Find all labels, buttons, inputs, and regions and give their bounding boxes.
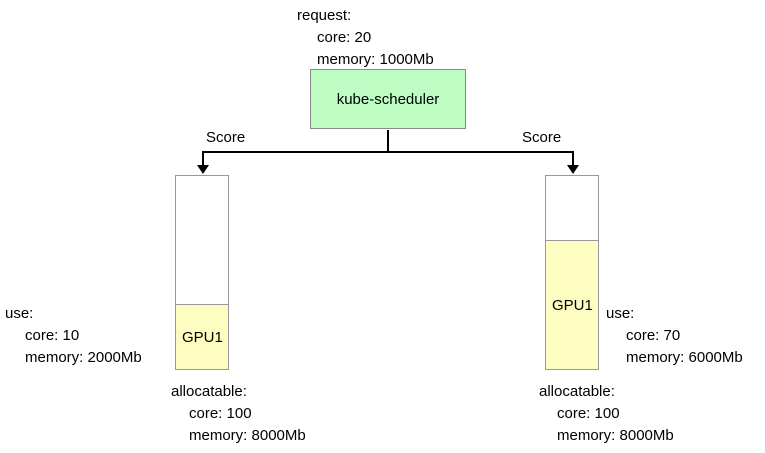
request-core-line: core: 20 bbox=[317, 29, 372, 46]
connector-left-drop-line bbox=[202, 151, 204, 166]
score-label-right: Score bbox=[522, 129, 562, 146]
use-block-right: use: core: 70 memory: 6000Mb bbox=[606, 303, 743, 369]
arrow-down-right-icon bbox=[567, 165, 579, 174]
node-box-left: GPU1 bbox=[175, 175, 229, 370]
allocatable-core-line-right: core: 100 bbox=[557, 405, 620, 422]
allocatable-block-left: allocatable: core: 100 memory: 8000Mb bbox=[171, 381, 306, 447]
use-heading-right: use: bbox=[606, 305, 635, 322]
kube-scheduler-label: kube-scheduler bbox=[336, 90, 440, 108]
request-block: request: core: 20 memory: 1000Mb bbox=[297, 5, 434, 71]
use-memory-line-right: memory: 6000Mb bbox=[626, 349, 743, 366]
request-heading: request: bbox=[297, 7, 352, 24]
use-core-line-left: core: 10 bbox=[25, 327, 80, 344]
connector-right-drop-line bbox=[572, 151, 574, 166]
use-core-line-right: core: 70 bbox=[626, 327, 681, 344]
use-block-left: use: core: 10 memory: 2000Mb bbox=[5, 303, 142, 369]
gpu-label-right: GPU1 bbox=[552, 296, 593, 314]
allocatable-heading-right: allocatable: bbox=[539, 383, 615, 400]
allocatable-heading-left: allocatable: bbox=[171, 383, 247, 400]
allocatable-block-right: allocatable: core: 100 memory: 8000Mb bbox=[539, 381, 674, 447]
use-heading-left: use: bbox=[5, 305, 34, 322]
gpu-fill-right: GPU1 bbox=[545, 240, 599, 370]
gpu-fill-left: GPU1 bbox=[175, 304, 229, 370]
request-memory-line: memory: 1000Mb bbox=[317, 51, 434, 68]
connector-horizontal-line bbox=[202, 151, 574, 153]
allocatable-memory-line-right: memory: 8000Mb bbox=[557, 427, 674, 444]
node-box-right: GPU1 bbox=[545, 175, 599, 370]
score-label-left: Score bbox=[206, 129, 246, 146]
arrow-down-left-icon bbox=[197, 165, 209, 174]
kube-scheduler-box: kube-scheduler bbox=[310, 69, 466, 129]
connector-center-stub-line bbox=[387, 130, 389, 152]
gpu-label-left: GPU1 bbox=[182, 328, 223, 346]
allocatable-core-line-left: core: 100 bbox=[189, 405, 252, 422]
allocatable-memory-line-left: memory: 8000Mb bbox=[189, 427, 306, 444]
use-memory-line-left: memory: 2000Mb bbox=[25, 349, 142, 366]
